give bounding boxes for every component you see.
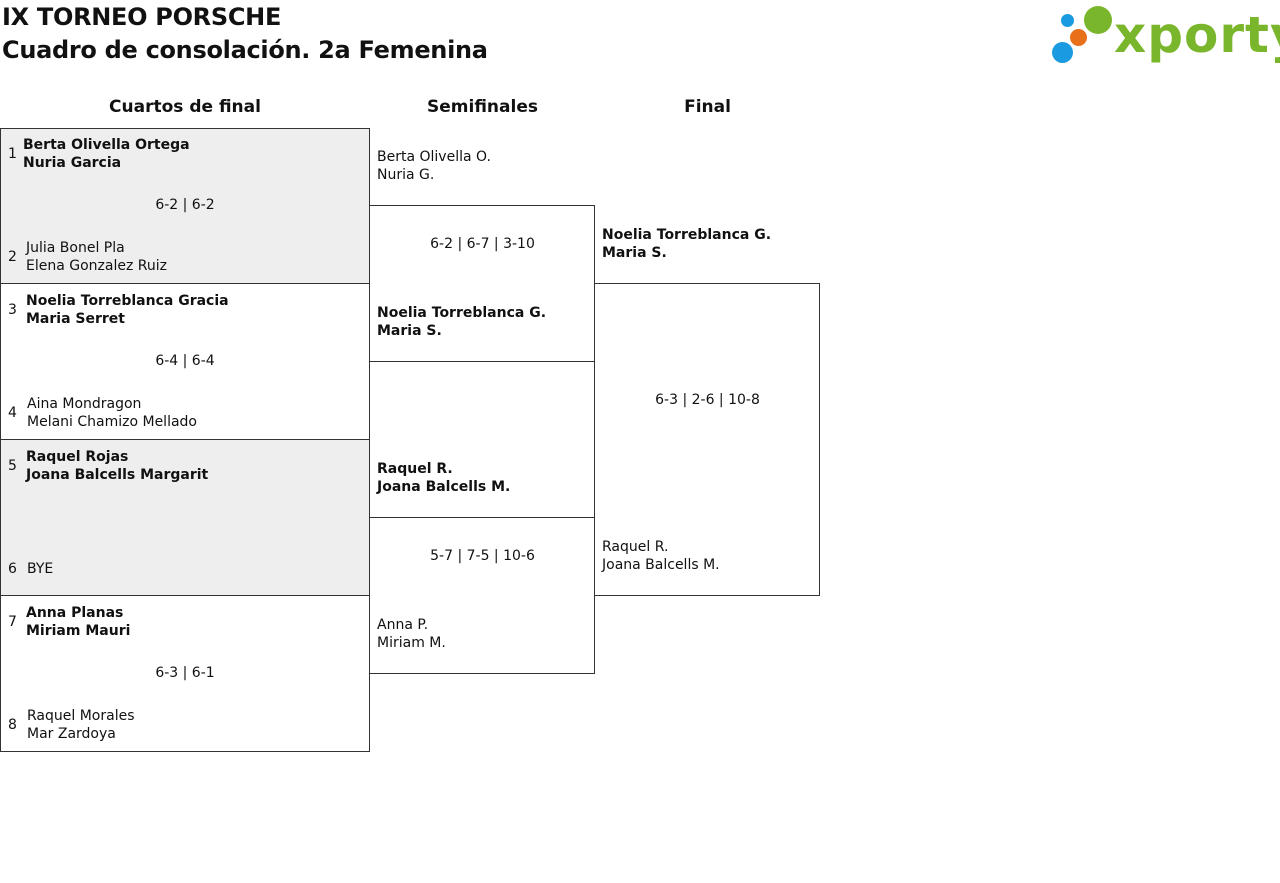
- column-header-quarterfinals: Cuartos de final: [109, 97, 261, 117]
- player-name: Raquel Morales: [27, 708, 135, 724]
- pair-names: Noelia Torreblanca G. Maria S.: [602, 226, 771, 262]
- logo-text: xporty: [1114, 6, 1280, 64]
- player-name: Joana Balcells M.: [377, 479, 511, 495]
- player-name: Raquel R.: [377, 461, 453, 477]
- player-name: BYE: [27, 561, 54, 577]
- match-score: 5-7 | 7-5 | 10-6: [430, 548, 535, 564]
- player-name: Noelia Torreblanca G.: [377, 305, 547, 321]
- seed-number: 8: [8, 717, 17, 733]
- pair-names: Berta Olivella Ortega Nuria Garcia: [23, 136, 190, 172]
- player-name: Anna P.: [377, 617, 429, 633]
- player-name: Berta Olivella Ortega: [23, 137, 190, 153]
- player-name: Maria Serret: [26, 311, 125, 327]
- match-score: 6-3 | 6-1: [155, 665, 215, 681]
- pair-names: BYE: [27, 560, 53, 578]
- player-name: Berta Olivella O.: [377, 149, 491, 165]
- player-name: Elena Gonzalez Ruiz: [26, 258, 167, 274]
- pair-names: Berta Olivella O. Nuria G.: [377, 148, 491, 184]
- player-name: Noelia Torreblanca Gracia: [26, 293, 229, 309]
- page-subtitle: Cuadro de consolación. 2a Femenina: [2, 36, 488, 64]
- logo-dot-blue-large-icon: [1052, 42, 1073, 63]
- player-name: Aina Mondragon: [27, 396, 142, 412]
- pair-names: Noelia Torreblanca G. Maria S.: [377, 304, 546, 340]
- match-score: 6-3 | 2-6 | 10-8: [655, 392, 760, 408]
- player-name: Melani Chamizo Mellado: [27, 414, 197, 430]
- player-name: Noelia Torreblanca G.: [602, 227, 772, 243]
- seed-number: 2: [8, 249, 17, 265]
- pair-names: Raquel R. Joana Balcells M.: [602, 538, 720, 574]
- match-score: 6-2 | 6-2: [155, 197, 215, 213]
- pair-names: Anna P. Miriam M.: [377, 616, 446, 652]
- pair-names: Anna Planas Miriam Mauri: [26, 604, 130, 640]
- column-header-semifinals: Semifinales: [427, 97, 538, 117]
- player-name: Raquel R.: [602, 539, 669, 555]
- pair-names: Aina Mondragon Melani Chamizo Mellado: [27, 395, 197, 431]
- seed-number: 4: [8, 405, 17, 421]
- match-score: 6-4 | 6-4: [155, 353, 215, 369]
- logo-dot-orange-icon: [1070, 29, 1087, 46]
- seed-number: 7: [8, 614, 17, 630]
- pair-names: Julia Bonel Pla Elena Gonzalez Ruiz: [26, 239, 167, 275]
- logo-dot-blue-small-icon: [1061, 14, 1074, 27]
- final-match: [594, 283, 820, 596]
- pair-names: Raquel R. Joana Balcells M.: [377, 460, 510, 496]
- player-name: Raquel Rojas: [26, 449, 129, 465]
- column-header-final: Final: [684, 97, 731, 117]
- player-name: Miriam Mauri: [26, 623, 131, 639]
- xporty-logo: xporty: [1052, 4, 1280, 66]
- pair-names: Noelia Torreblanca Gracia Maria Serret: [26, 292, 229, 328]
- page-title: IX TORNEO PORSCHE: [2, 3, 282, 31]
- quarterfinal-match-3: [0, 439, 370, 596]
- seed-number: 5: [8, 458, 17, 474]
- seed-number: 6: [8, 561, 17, 577]
- player-name: Nuria G.: [377, 167, 435, 183]
- player-name: Maria S.: [602, 245, 667, 261]
- player-name: Julia Bonel Pla: [26, 240, 125, 256]
- pair-names: Raquel Morales Mar Zardoya: [27, 707, 135, 743]
- quarterfinal-match-1: [0, 128, 370, 284]
- pair-names: Raquel Rojas Joana Balcells Margarit: [26, 448, 208, 484]
- player-name: Maria S.: [377, 323, 442, 339]
- player-name: Mar Zardoya: [27, 726, 116, 742]
- player-name: Joana Balcells M.: [602, 557, 720, 573]
- seed-number: 3: [8, 302, 17, 318]
- seed-number: 1: [8, 146, 17, 162]
- player-name: Miriam M.: [377, 635, 446, 651]
- logo-dot-green-icon: [1084, 6, 1112, 34]
- player-name: Joana Balcells Margarit: [26, 467, 209, 483]
- player-name: Anna Planas: [26, 605, 124, 621]
- player-name: Nuria Garcia: [23, 155, 122, 171]
- match-score: 6-2 | 6-7 | 3-10: [430, 236, 535, 252]
